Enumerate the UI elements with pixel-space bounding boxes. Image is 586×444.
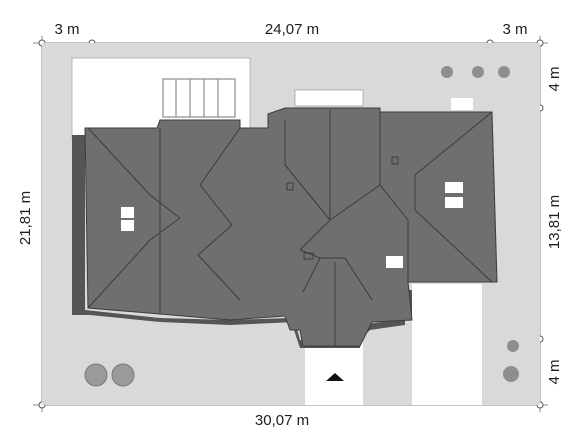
dim-right-middle: 13,81 m	[546, 195, 563, 249]
chimneys	[286, 156, 399, 260]
dim-right-top: 4 m	[546, 66, 563, 91]
roof-hips	[87, 110, 493, 346]
dim-top-middle: 24,07 m	[265, 21, 319, 38]
roof	[84, 107, 498, 347]
dim-top-right: 3 m	[502, 21, 527, 38]
balcony	[294, 89, 364, 107]
skylights	[121, 98, 473, 268]
driveway-right	[412, 284, 482, 405]
roof-shadow	[72, 135, 412, 348]
entrance-arrow-icon	[326, 373, 344, 381]
dim-bottom: 30,07 m	[255, 412, 309, 429]
trees	[84, 66, 519, 387]
dim-top-left: 3 m	[54, 21, 79, 38]
pergola	[162, 78, 236, 118]
dim-right-bottom: 4 m	[546, 359, 563, 384]
dim-left: 21,81 m	[17, 191, 34, 245]
